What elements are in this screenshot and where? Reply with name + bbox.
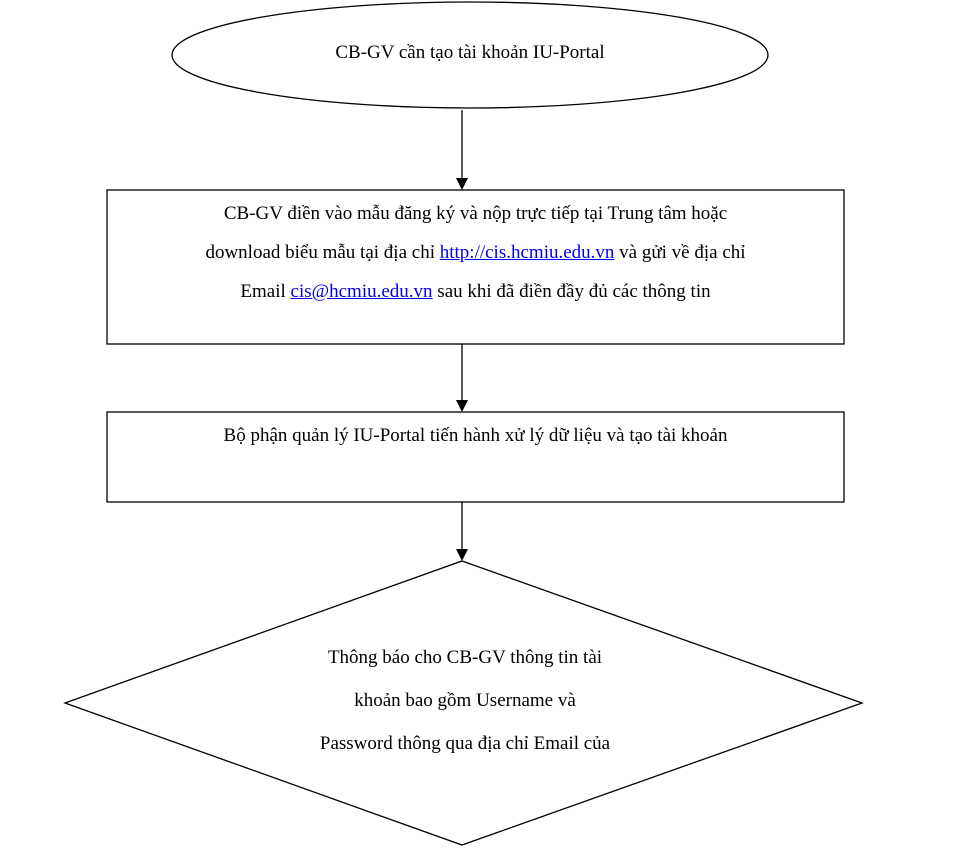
- start-label-text: CB-GV cần tạo tài khoản IU-Portal: [335, 42, 605, 63]
- arrowhead-step2-to-decision: [456, 549, 468, 561]
- step1-line1-text: CB-GV điền vào mẫu đăng ký và nộp trực t…: [223, 203, 728, 224]
- step2-box: [106, 411, 845, 503]
- website-link[interactable]: http://cis.hcmiu.edu.vn: [439, 242, 615, 263]
- step1-line2: download biểu mẫu tại địa chỉ http://cis…: [107, 233, 844, 272]
- decision-label: Thông báo cho CB-GV thông tin tài khoản …: [240, 636, 690, 765]
- step1-line3-prefix: Email: [240, 281, 291, 302]
- step2-label-text: Bộ phận quản lý IU-Portal tiến hành xử l…: [223, 425, 728, 446]
- decision-line2: khoản bao gồm Username và: [354, 690, 576, 711]
- decision-line1: Thông báo cho CB-GV thông tin tài: [327, 647, 603, 668]
- email-link[interactable]: cis@hcmiu.edu.vn: [290, 281, 433, 302]
- arrowhead-start-to-step1: [456, 178, 468, 190]
- step1-line2-prefix: download biểu mẫu tại địa chỉ: [205, 242, 440, 263]
- start-label: CB-GV cần tạo tài khoản IU-Portal: [170, 33, 770, 73]
- start-ellipse: [171, 1, 769, 109]
- step1-line3: Email cis@hcmiu.edu.vn sau khi đã điền đ…: [107, 272, 844, 311]
- step1-line3-suffix: sau khi đã điền đầy đủ các thông tin: [432, 281, 711, 302]
- step1-box: [106, 189, 845, 345]
- arrowhead-step1-to-step2: [456, 400, 468, 412]
- step2-label: Bộ phận quản lý IU-Portal tiến hành xử l…: [107, 416, 844, 455]
- step1-line2-suffix: và gửi về địa chỉ: [614, 242, 746, 263]
- step1-line1: CB-GV điền vào mẫu đăng ký và nộp trực t…: [107, 194, 844, 233]
- decision-diamond: [63, 560, 864, 846]
- step1-label: CB-GV điền vào mẫu đăng ký và nộp trực t…: [107, 194, 844, 311]
- decision-line3: Password thông qua địa chỉ Email của: [319, 733, 611, 754]
